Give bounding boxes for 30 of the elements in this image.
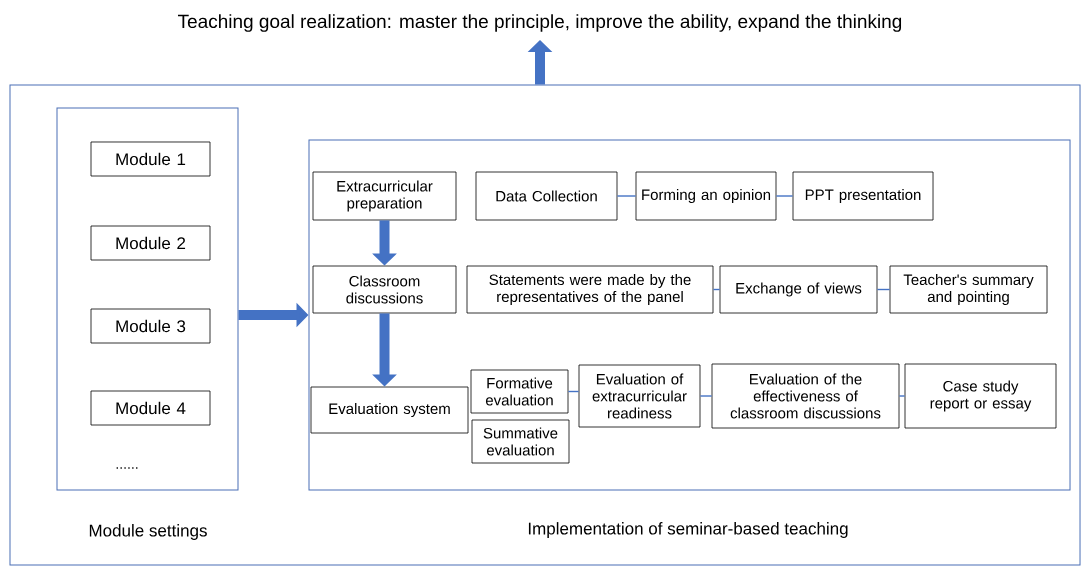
connector-line — [775, 195, 794, 197]
connector-line — [567, 390, 580, 393]
node-label: Module settings — [89, 524, 207, 540]
process-box: Evaluation of extracurricular readiness — [578, 364, 701, 428]
heading: Teaching goal realization: master the principle, improve the ability, expand the thinking — [178, 14, 902, 32]
process-box: Formative evaluation — [470, 369, 569, 414]
process-box: Data Collection — [475, 171, 618, 221]
process-box: Module 1 — [90, 141, 211, 177]
node-label: Implementation of seminar-based teaching — [528, 522, 848, 538]
process-box: Evaluation of the effectiveness of classroom discussions — [711, 363, 900, 429]
connector-line — [876, 288, 891, 291]
process-box: Extracurricular preparation — [312, 171, 457, 221]
process-box: Statements were made by the representatives of the panel — [466, 265, 714, 314]
process-box: PPT presentation — [792, 171, 934, 221]
connector-line — [699, 395, 713, 397]
process-box: Teacher's summary and pointing — [889, 265, 1048, 314]
process-box: Forming an opinion — [635, 171, 777, 221]
process-box: Module 4 — [90, 390, 211, 426]
frame-box — [9, 84, 1081, 566]
connector-line — [616, 195, 637, 197]
process-box: Evaluation system — [310, 386, 469, 434]
process-box: Case study report or essay — [904, 363, 1057, 429]
process-box: Exchange of views — [719, 265, 878, 314]
connector-line — [712, 288, 721, 291]
process-box: Module 3 — [90, 308, 211, 344]
process-box: Classroom discussions — [312, 265, 457, 314]
ellipsis-text: ...... — [116, 467, 138, 469]
process-box: Summative evaluation — [471, 419, 570, 464]
process-box: Module 2 — [90, 225, 211, 261]
connector-line — [898, 395, 906, 397]
